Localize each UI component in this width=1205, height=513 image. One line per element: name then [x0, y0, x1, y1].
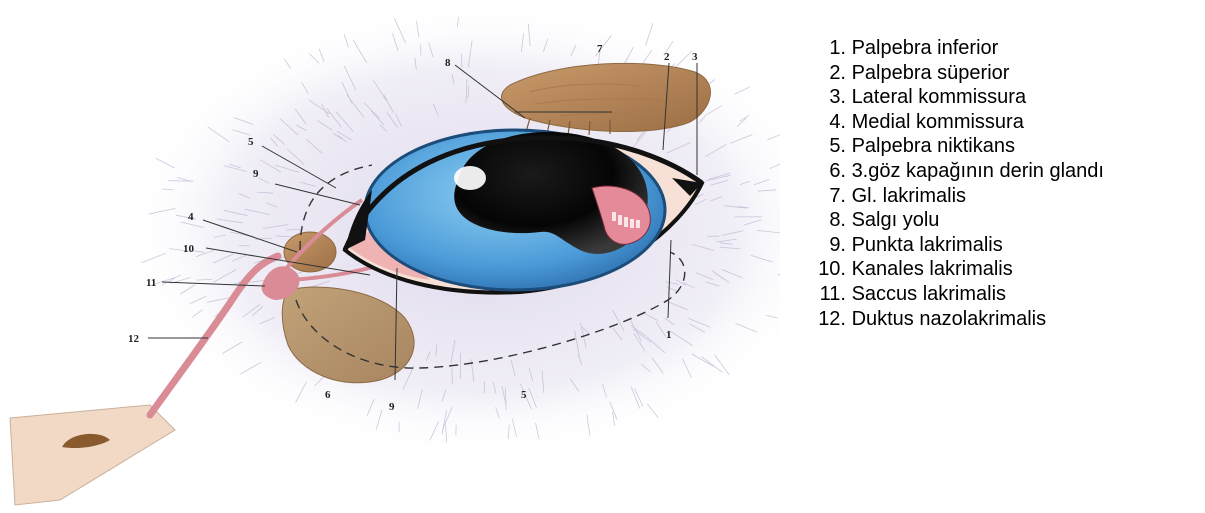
callout-7: 7: [597, 43, 603, 55]
callout-5a: 5: [248, 136, 254, 148]
callout-3: 3: [692, 51, 698, 63]
callout-8: 8: [445, 57, 451, 69]
callout-5b: 5: [521, 389, 527, 401]
legend-item: 4. Medial kommissura: [808, 110, 1104, 135]
legend-list: 1. Palpebra inferior 2. Palpebra süperio…: [808, 36, 1104, 331]
legend-item: 2. Palpebra süperior: [808, 61, 1104, 86]
nose-skin-patch: [10, 405, 175, 505]
callout-6: 6: [325, 389, 331, 401]
legend-item: 5. Palpebra niktikans: [808, 134, 1104, 159]
legend-item: 1. Palpebra inferior: [808, 36, 1104, 61]
legend-item: 3. Lateral kommissura: [808, 85, 1104, 110]
legend-item: 6. 3.göz kapağının derin glandı: [808, 159, 1104, 184]
legend-item: 11. Saccus lakrimalis: [808, 282, 1104, 307]
legend-item: 8. Salgı yolu: [808, 208, 1104, 233]
callout-11: 11: [146, 277, 156, 289]
callout-9b: 9: [389, 401, 395, 413]
callout-2: 2: [664, 51, 670, 63]
callout-4: 4: [188, 211, 194, 223]
eye-anatomy-illustration: 1 2 3 4 5 5 6 7 8 9 9 10 11 12: [0, 0, 780, 513]
legend-item: 10. Kanales lakrimalis: [808, 257, 1104, 282]
legend-item: 9. Punkta lakrimalis: [808, 233, 1104, 258]
corneal-highlight: [454, 166, 486, 190]
callout-12: 12: [128, 333, 140, 345]
callout-9a: 9: [253, 168, 259, 180]
callout-1: 1: [666, 329, 672, 341]
legend-item: 12. Duktus nazolakrimalis: [808, 307, 1104, 332]
medial-commissure-tissue: [284, 232, 336, 272]
legend-item: 7. Gl. lakrimalis: [808, 184, 1104, 209]
callout-10: 10: [183, 243, 195, 255]
